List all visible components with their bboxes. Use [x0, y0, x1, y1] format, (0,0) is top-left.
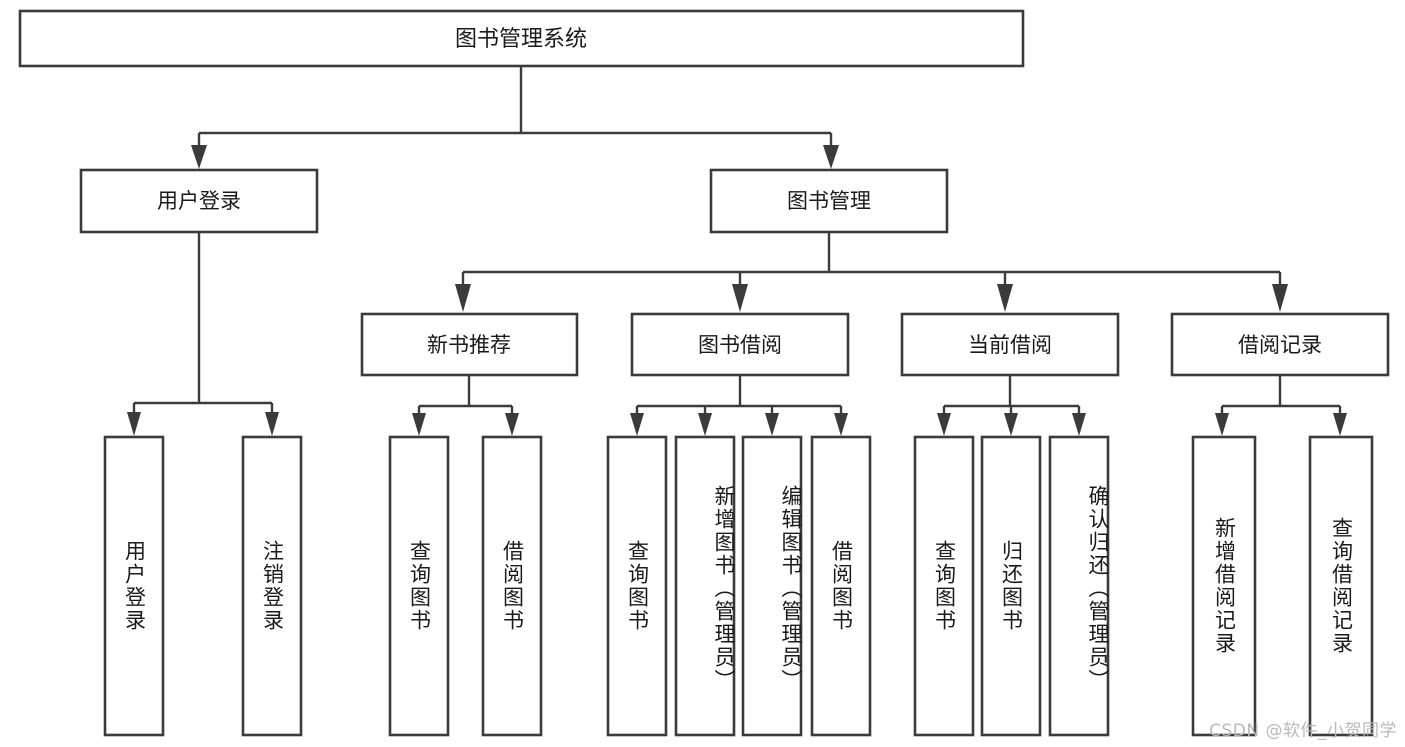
node-book-manage-label: 图书管理	[787, 189, 871, 213]
connector-group-user-login	[127, 232, 279, 436]
connector-group-current-borrow	[937, 375, 1086, 436]
node-borrow-record-label: 借阅记录	[1238, 333, 1322, 357]
arrowhead-leaf-user-login	[127, 412, 141, 436]
arrowhead-leaf-query-book-3	[937, 413, 951, 436]
arrowhead-leaf-borrow-book-2	[834, 413, 848, 436]
arrowhead-leaf-borrow-book-1	[505, 413, 519, 436]
csdn-watermark: CSDN @软件_小贺同学	[1209, 721, 1397, 741]
arrowhead-leaf-add-book	[698, 413, 712, 436]
node-leaf-query-book-1[interactable]	[388, 435, 450, 737]
arrowhead-current-borrow	[997, 284, 1013, 312]
node-root-label: 图书管理系统	[455, 27, 587, 52]
arrowhead-user-login	[191, 145, 207, 169]
node-leaf-edit-book[interactable]	[741, 435, 803, 737]
arrowhead-leaf-query-book-1	[412, 413, 426, 436]
node-leaf-query-book-3[interactable]	[913, 435, 975, 737]
connector-group-root	[191, 66, 839, 169]
arrowhead-leaf-confirm-return	[1072, 413, 1086, 436]
connector-group-borrow-record	[1215, 375, 1347, 436]
node-leaf-borrow-book-1[interactable]	[481, 435, 543, 737]
node-new-book-rec-label: 新书推荐	[427, 333, 511, 357]
node-book-manage[interactable]	[709, 168, 949, 234]
node-leaf-query-book-2[interactable]	[606, 435, 668, 737]
arrowhead-book-manage	[823, 145, 839, 169]
arrowhead-book-borrow	[732, 284, 748, 312]
node-book-borrow-label: 图书借阅	[698, 333, 782, 357]
arrowhead-new-book-rec	[455, 284, 471, 312]
arrowhead-leaf-query-book-2	[630, 413, 644, 436]
arrowhead-leaf-edit-book	[765, 413, 779, 436]
node-leaf-add-record[interactable]	[1191, 435, 1257, 737]
node-leaf-return-book[interactable]	[980, 435, 1042, 737]
arrowhead-leaf-add-record	[1215, 413, 1229, 436]
node-user-login[interactable]	[79, 168, 319, 234]
node-leaf-add-book[interactable]	[674, 435, 736, 737]
node-leaf-logout[interactable]	[241, 435, 303, 737]
connector-group-new-book-rec	[412, 375, 519, 436]
node-new-book-rec[interactable]	[360, 312, 579, 377]
connector-group-book-manage	[455, 232, 1288, 312]
node-root[interactable]	[18, 9, 1025, 68]
node-leaf-borrow-book-2[interactable]	[810, 435, 872, 737]
node-leaf-user-login[interactable]	[103, 435, 165, 737]
node-book-borrow[interactable]	[630, 312, 850, 377]
arrowhead-leaf-return-book	[1004, 413, 1018, 436]
node-borrow-record[interactable]	[1170, 312, 1390, 377]
node-current-borrow-label: 当前借阅	[968, 333, 1052, 357]
node-leaf-query-record[interactable]	[1308, 435, 1374, 737]
node-leaf-confirm-return[interactable]	[1048, 435, 1110, 737]
arrowhead-leaf-query-record	[1333, 413, 1347, 436]
arrowhead-leaf-logout	[265, 412, 279, 436]
connector-group-book-borrow	[630, 375, 848, 436]
arrowhead-borrow-record	[1272, 284, 1288, 312]
node-current-borrow[interactable]	[900, 312, 1120, 377]
node-user-login-label: 用户登录	[157, 189, 241, 213]
